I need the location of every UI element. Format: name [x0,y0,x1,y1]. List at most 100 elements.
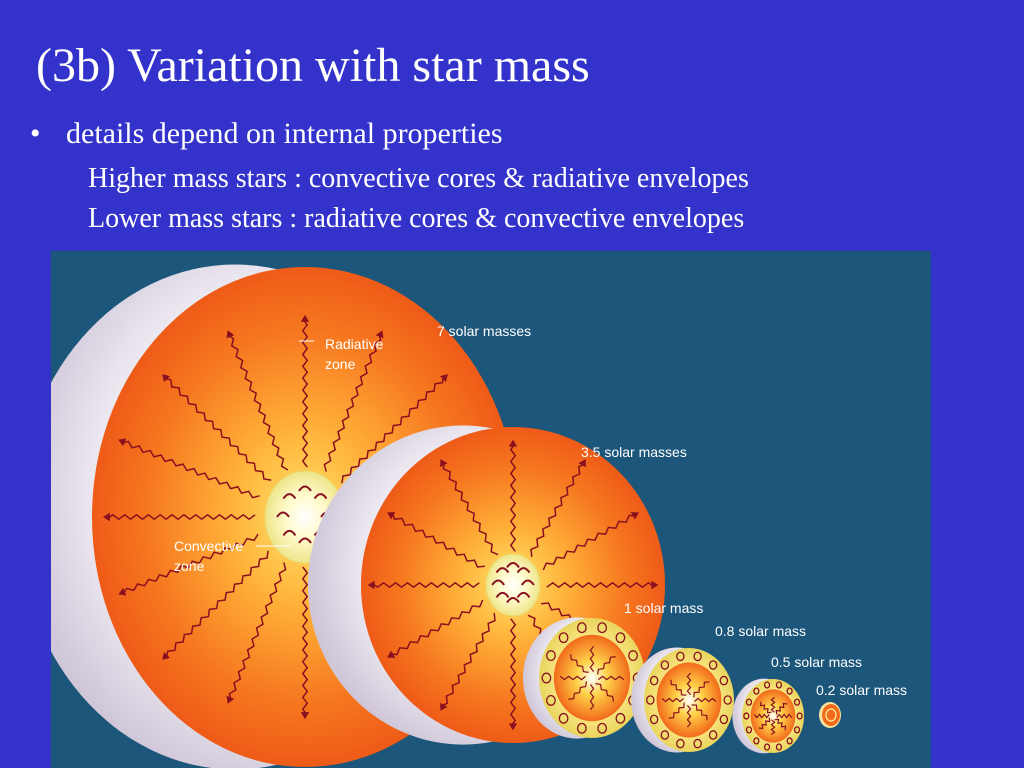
radiation-arrowhead-1-7 [387,512,396,520]
radiative-zone-label-2: zone [325,356,356,372]
radiation-ray-2-3 [568,681,587,700]
convection-loop-4-6 [745,726,753,734]
core-convection-arrow-1-5 [495,567,510,574]
convection-loop-4-12 [786,687,793,695]
radiation-ray-1-9 [509,443,517,552]
radiation-ray-3-7 [693,681,710,698]
core-convection-arrow-0-6 [298,485,312,492]
convection-loop-3-5 [660,730,670,740]
radiation-ray-1-10 [530,463,586,557]
convection-loop-2-4 [576,722,587,734]
core-convection-arrow-1-2 [506,597,520,604]
radiation-ray-1-11 [542,514,637,571]
radiative-zone-label: Radiative [325,336,384,352]
mass-label-3-5: 3.5 solar masses [581,444,687,460]
bullet-text: details depend on internal properties [66,117,503,150]
convection-loop-4-7 [743,712,750,720]
radiation-ray-0-4 [301,566,309,716]
star-face-5 [822,704,840,726]
radiation-arrowhead-0-5 [226,695,235,704]
radiation-arrowhead-0-8 [102,512,110,522]
radiation-ray-0-7 [122,533,259,596]
radiation-arrowhead-1-10 [578,459,586,468]
radiation-ray-2-5 [570,654,589,673]
radiation-ray-3-6 [686,672,692,695]
convection-loop-3-2 [708,730,718,740]
radiation-arrowhead-1-4 [440,702,448,711]
radiation-arrowhead-0-7 [118,587,127,596]
convection-loop-2-12 [615,632,626,644]
radiation-ray-1-6 [371,581,480,589]
convection-loop-2-8 [546,650,556,662]
core-convection-arrow-0-2 [298,537,312,544]
convection-loop-2-10 [576,622,587,634]
radiation-ray-4-2 [770,719,776,736]
convection-loop-4-9 [753,687,760,695]
radiation-arrowhead-0-6 [162,651,171,660]
convection-loop-3-8 [649,675,659,686]
convection-loop-3-6 [649,714,659,725]
radiation-arrowhead-0-4 [300,712,310,720]
radiation-arrowhead-1-6 [367,580,375,590]
radiation-ray-1-4 [440,613,496,707]
convection-loop-2-5 [558,712,569,724]
star-radiative-core-2 [553,634,631,722]
radiation-ray-4-6 [770,696,776,713]
radiation-arrowhead-0-9 [118,438,127,447]
radiation-arrowhead-0-14 [439,374,448,383]
radiation-ray-2-1 [595,683,614,702]
convection-loop-4-2 [786,737,793,745]
convection-loop-2-13 [628,650,638,662]
radiation-arrowhead-0-13 [375,330,384,339]
radiation-ray-3-1 [691,704,708,721]
star-radiative-core-4 [750,689,796,743]
radiation-ray-2-0 [598,675,625,681]
mass-label-1: 1 solar mass [624,600,703,616]
radiation-ray-3-5 [670,679,687,696]
core-convection-arrow-1-3 [495,591,510,598]
convection-loop-2-9 [558,632,569,644]
mass-label-0-2: 0.2 solar mass [816,682,907,698]
convection-loop-3-10 [676,651,685,662]
radiation-arrowhead-0-10 [162,374,171,383]
radiation-ray-1-7 [391,512,485,568]
mass-label-0-5: 0.5 solar mass [771,654,862,670]
radiation-ray-0-12 [301,318,309,468]
core-convection-arrow-1-7 [516,567,531,574]
convection-loop-3-7 [646,695,655,705]
radiation-arrowhead-0-11 [226,330,235,339]
convection-loop-4-4 [763,743,771,751]
convection-loop-4-0 [796,712,803,720]
radiation-arrowhead-0-12 [300,314,310,322]
radiation-ray-0-13 [323,332,382,472]
radiation-ray-0-11 [226,334,289,471]
convection-loop-3-11 [693,651,702,662]
radiation-ray-2-6 [589,645,595,672]
radiation-ray-4-1 [774,718,787,731]
radiation-ray-0-8 [106,513,256,521]
radiation-ray-0-6 [165,550,269,659]
convection-loop-2-11 [597,622,608,634]
radiation-ray-4-5 [759,701,772,714]
bullet-item: •details depend on internal properties [30,116,503,152]
radiation-arrowhead-1-0 [651,580,659,590]
convective-zone-label-2: zone [174,558,205,574]
radiation-arrowhead-1-8 [440,459,448,468]
radiation-arrowhead-1-9 [508,439,518,447]
radiation-ray-1-8 [442,461,499,556]
convection-loop-3-3 [693,738,702,749]
convection-loop-3-9 [660,660,670,670]
core-convection-arrow-0-3 [282,529,297,536]
lower-mass-line: Lower mass stars : radiative cores & con… [88,203,745,234]
radiation-ray-4-4 [753,713,770,719]
stellar-structure-figure: Radiative zone Convective zone 7 solar m… [51,251,931,768]
mass-label-0-8: 0.8 solar mass [715,623,806,639]
convection-loop-4-13 [793,698,801,706]
convection-loop-4-1 [793,726,801,734]
convection-loop-3-0 [723,695,732,705]
radiation-ray-0-9 [120,440,260,499]
radiation-arrowhead-1-3 [508,723,518,731]
convection-loop-4-11 [775,681,783,689]
convection-loop-3-13 [719,675,729,686]
radiation-ray-3-0 [694,697,717,703]
